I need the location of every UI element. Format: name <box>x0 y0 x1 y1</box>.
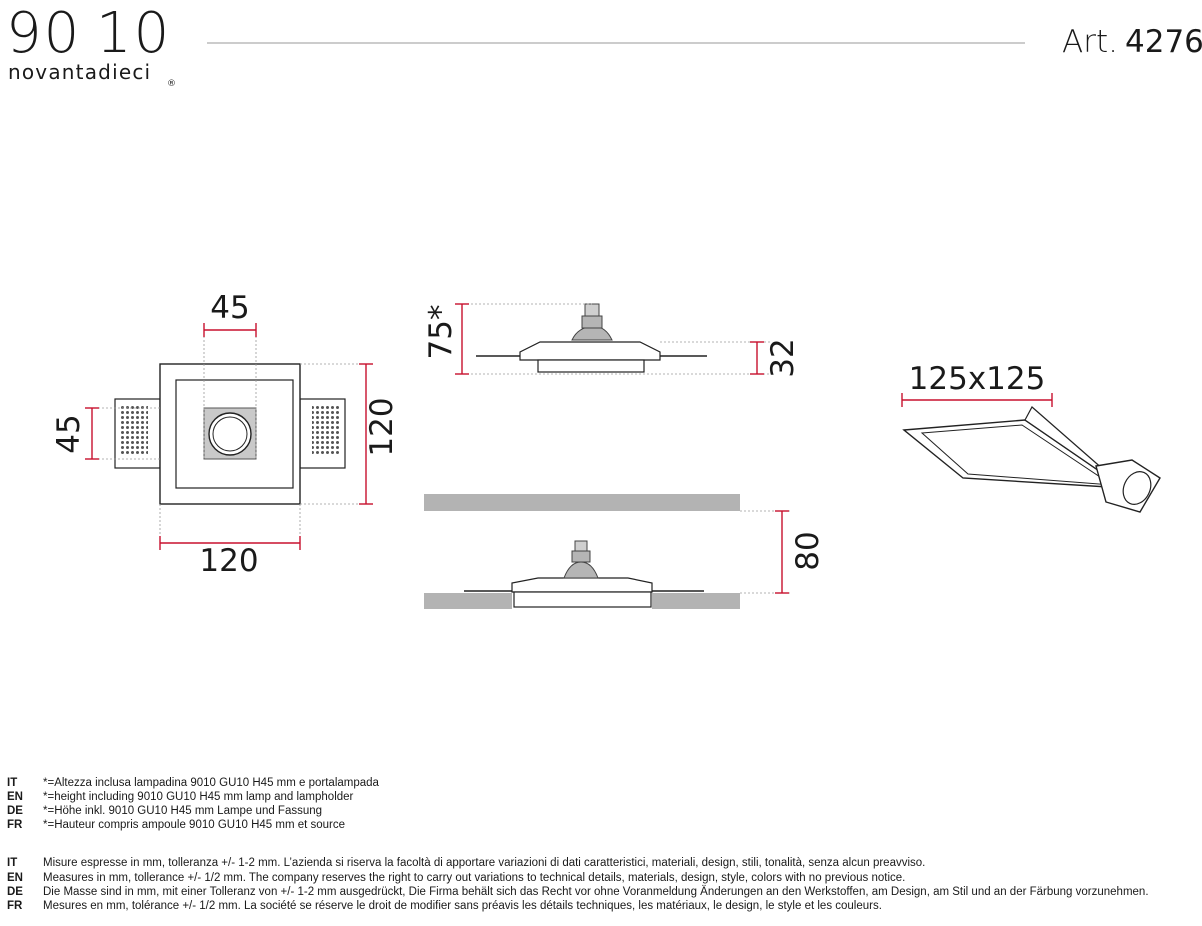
article-prefix: Art. <box>1062 24 1118 60</box>
brand-logo: 90 10 novantadieci ® <box>6 1 176 89</box>
installed-view: 80 <box>424 494 826 609</box>
note-lang: DE <box>7 886 23 898</box>
note-text: *=Hauteur compris ampoule 9010 GU10 H45 … <box>43 819 346 831</box>
fixture-base-plate <box>537 359 645 373</box>
dim-total-width: 120 <box>199 543 258 579</box>
dimension-lines-installed <box>775 510 789 594</box>
brand-wordmark: novantadieci <box>8 60 151 84</box>
note-row: FR Mesures en mm, tolérance +/- 1/2 mm. L… <box>7 899 882 913</box>
top-view: 45 45 120 120 <box>51 290 400 579</box>
dim-total-height: 120 <box>364 397 400 456</box>
dim-install-depth: 80 <box>790 531 826 570</box>
lamp-pin-icon <box>584 303 600 317</box>
installed-socket-icon <box>571 550 591 563</box>
note-text: *=Höhe inkl. 9010 GU10 H45 mm Lampe und … <box>43 805 323 817</box>
note-lang: DE <box>7 805 23 817</box>
dim-inner-width: 45 <box>210 290 249 326</box>
installed-fixture-body <box>511 577 653 593</box>
note-text: Misure espresse in mm, tolleranza +/- 1-… <box>43 857 926 869</box>
installed-lamp-icon <box>563 561 599 579</box>
note-row: DE Die Masse sind in mm, mit einer Toller… <box>7 885 1149 899</box>
installed-base-plate <box>513 591 652 608</box>
note-text: *=Altezza inclusa lampadina 9010 GU10 H4… <box>43 777 379 789</box>
note-lang: IT <box>7 857 18 869</box>
fixture-body <box>519 341 661 361</box>
plasterboard-right <box>652 593 740 609</box>
installed-pin-icon <box>574 540 588 552</box>
brand-number-right: 10 <box>96 1 171 66</box>
dim-side-height: 45 <box>51 414 87 453</box>
dimension-lines-side <box>455 303 764 375</box>
dim-body-height: 32 <box>765 338 801 377</box>
article-number: 4276 <box>1125 24 1202 60</box>
lamp-lens-icon <box>212 416 248 452</box>
brand-number-left: 90 <box>6 1 81 66</box>
cutout-view: 125x125 <box>901 361 1161 513</box>
note-lang: IT <box>7 777 18 789</box>
note-row: IT Misure espresse in mm, tolleranza +/- … <box>7 856 925 870</box>
right-clip-perforation <box>312 406 339 454</box>
dimension-lines-top <box>85 323 373 550</box>
note-lang: FR <box>7 819 23 831</box>
left-clip-perforation <box>121 406 148 454</box>
note-text: Die Masse sind in mm, mit einer Tolleran… <box>43 886 1149 898</box>
saw-handle-grip-icon <box>1122 471 1152 505</box>
lamp-socket-icon <box>581 315 603 329</box>
note-text: Measures in mm, tollerance +/- 1/2 mm. T… <box>43 872 906 884</box>
note-row: IT *=Altezza inclusa lampadina 9010 GU10 … <box>7 776 379 790</box>
side-view: 75* 32 <box>423 303 801 378</box>
note-lang: EN <box>7 872 23 884</box>
note-row: FR *=Hauteur compris ampoule 9010 GU10 H4… <box>7 818 345 832</box>
note-lang: EN <box>7 791 23 803</box>
plasterboard-left <box>424 593 512 609</box>
dim-height-with-lamp: 75* <box>423 305 459 360</box>
dim-cutout-size: 125x125 <box>909 361 1046 397</box>
note-text: Mesures en mm, tolérance +/- 1/2 mm. La … <box>43 900 882 912</box>
note-row: EN Measures in mm, tollerance +/- 1/2 mm.… <box>7 871 905 885</box>
note-text: *=height including 9010 GU10 H45 mm lamp… <box>43 791 354 803</box>
note-row: DE *=Höhe inkl. 9010 GU10 H45 mm Lampe un… <box>7 804 322 818</box>
registered-mark: ® <box>167 79 176 89</box>
dimension-lines-cutout <box>901 393 1053 407</box>
note-row: EN *=height including 9010 GU10 H45 mm la… <box>7 790 353 804</box>
ceiling-slab <box>424 494 740 511</box>
inner-frame <box>175 379 294 489</box>
note-lang: FR <box>7 900 23 912</box>
